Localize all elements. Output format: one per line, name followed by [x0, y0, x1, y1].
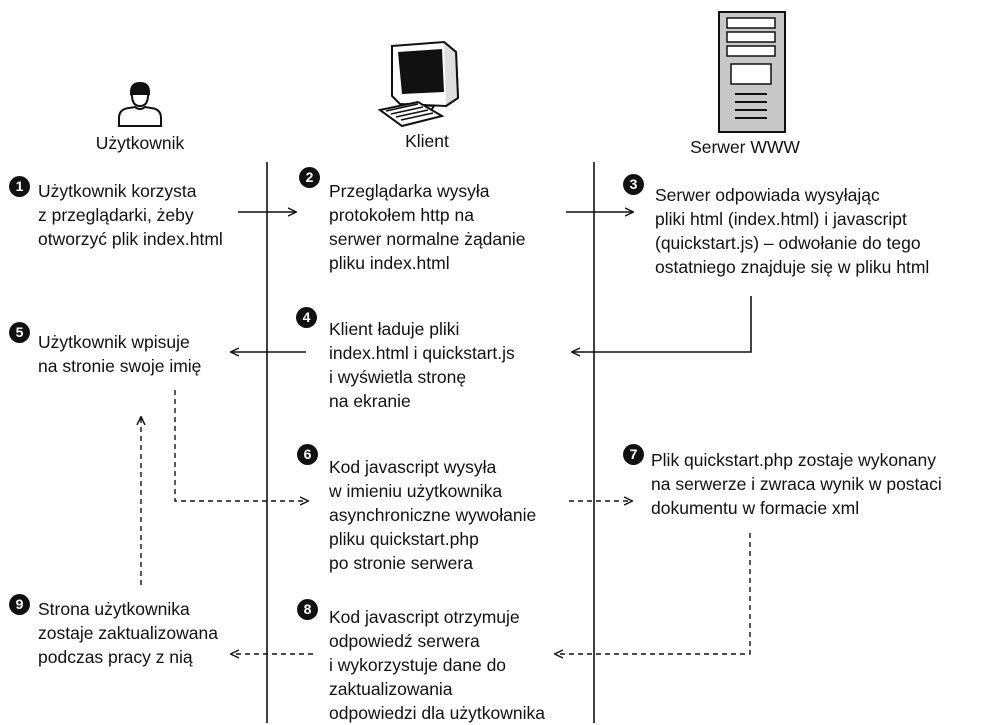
step-1-line: Użytkownik korzysta	[38, 181, 197, 201]
step-7-line: na serwerze i zwraca wynik w postaci	[651, 474, 942, 494]
step-6-line: po stronie serwera	[329, 553, 473, 573]
step-1-badge: 1	[9, 176, 30, 197]
step-3-text: Serwer odpowiada wysyłając pliki html (i…	[655, 183, 929, 279]
step-8-line: i wykorzystuje dane do	[329, 655, 507, 675]
arrow-7-to-8	[555, 533, 751, 654]
step-7-text: Plik quickstart.php zostaje wykonany na …	[651, 448, 942, 520]
step-1-text: Użytkownik korzysta z przeglądarki, żeby…	[38, 179, 223, 251]
user-icon	[118, 82, 162, 127]
step-5-line: Użytkownik wpisuje	[38, 332, 190, 352]
step-9-line: zostaje zaktualizowana	[38, 623, 218, 643]
step-3-line: Serwer odpowiada wysyłając	[655, 185, 880, 205]
step-7-line: Plik quickstart.php zostaje wykonany	[651, 450, 936, 470]
step-8-line: Kod javascript otrzymuje	[329, 607, 520, 627]
step-3-line: ostatniego znajduje się w pliku html	[655, 257, 930, 277]
step-9-badge: 9	[9, 594, 30, 615]
step-4-line: index.html i quickstart.js	[329, 343, 515, 363]
step-6-badge: 6	[297, 444, 318, 465]
step-2-line: Przeglądarka wysyła	[329, 181, 490, 201]
step-4-line: na ekranie	[329, 391, 411, 411]
step-8-line: odpowiedź serwera	[329, 631, 480, 651]
step-3-line: (quickstart.js) – odwołanie do tego	[655, 233, 921, 253]
step-5-line: na stronie swoje imię	[38, 356, 202, 376]
step-6-line: w imieniu użytkownika	[329, 481, 503, 501]
step-2-line: protokołem http na	[329, 205, 474, 225]
step-3-line: pliki html (index.html) i javascript	[655, 209, 907, 229]
step-4-line: Klient ładuje pliki	[329, 319, 460, 339]
step-6-line: Kod javascript wysyła	[329, 457, 497, 477]
step-8-text: Kod javascript otrzymuje odpowiedź serwe…	[329, 605, 545, 725]
step-9-line: Strona użytkownika	[38, 599, 190, 619]
computer-icon	[377, 40, 460, 128]
step-1-line: z przeglądarki, żeby	[38, 205, 194, 225]
step-7-badge: 7	[623, 444, 644, 465]
step-1-line: otworzyć plik index.html	[38, 229, 223, 249]
step-7-line: dokumentu w formacie xml	[651, 498, 860, 518]
step-2-line: pliku index.html	[329, 253, 450, 273]
step-5-text: Użytkownik wpisuje na stronie swoje imię	[38, 330, 201, 378]
step-4-line: i wyświetla stronę	[329, 367, 467, 387]
client-label: Klient	[405, 131, 449, 151]
user-label: Użytkownik	[95, 133, 185, 153]
arrow-3-to-4	[572, 296, 752, 352]
server-label: Serwer WWW	[690, 137, 800, 157]
step-9-line: podczas pracy z nią	[38, 647, 193, 667]
step-5-badge: 5	[9, 322, 30, 343]
step-2-text: Przeglądarka wysyła protokołem http na s…	[329, 179, 526, 275]
step-8-badge: 8	[297, 599, 318, 620]
step-6-line: asynchroniczne wywołanie	[329, 505, 537, 525]
step-8-line: odpowiedzi dla użytkownika	[329, 703, 545, 723]
step-9-text: Strona użytkownika zostaje zaktualizowan…	[38, 597, 218, 669]
server-tower-icon	[718, 11, 786, 133]
step-6-text: Kod javascript wysyła w imieniu użytkown…	[329, 455, 536, 575]
step-4-text: Klient ładuje pliki index.html i quickst…	[329, 317, 515, 413]
step-6-line: pliku quickstart.php	[329, 529, 479, 549]
step-8-line: zaktualizowania	[329, 679, 453, 699]
step-2-badge: 2	[299, 167, 320, 188]
step-4-badge: 4	[296, 307, 317, 328]
arrow-5-to-6	[174, 390, 308, 501]
step-2-line: serwer normalne żądanie	[329, 229, 526, 249]
step-3-badge: 3	[623, 174, 644, 195]
